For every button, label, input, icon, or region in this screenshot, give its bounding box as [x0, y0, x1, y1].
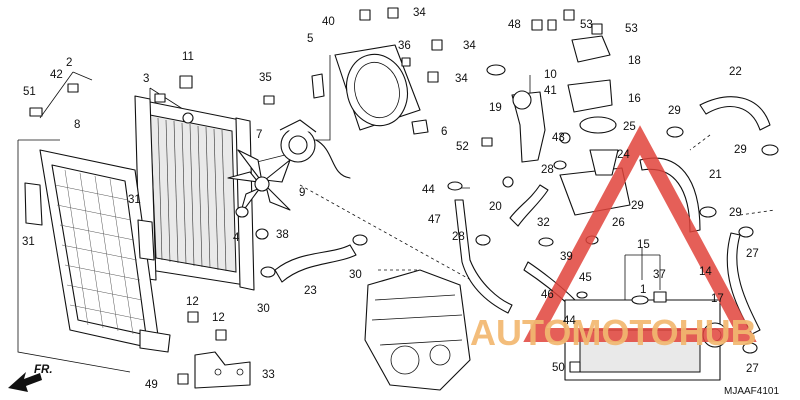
radiator-shroud — [24, 149, 171, 353]
callout: 41 — [544, 85, 557, 97]
callout: 34 — [413, 7, 426, 19]
callout: 14 — [699, 266, 712, 278]
fan-shroud — [311, 44, 429, 135]
callout: 44 — [422, 184, 435, 196]
callout: 29 — [729, 207, 742, 219]
callout: 27 — [746, 248, 759, 260]
callout: 48 — [508, 19, 521, 31]
callout: 36 — [398, 40, 411, 52]
thermostat-housing — [511, 35, 631, 216]
callout: 1 — [640, 284, 646, 296]
bracket — [194, 351, 251, 389]
callout: 23 — [304, 285, 317, 297]
callout: 21 — [709, 169, 722, 181]
callout: 3 — [143, 73, 149, 85]
watermark-text: AUTOMOTOHUB — [470, 312, 757, 353]
callout: 34 — [463, 40, 476, 52]
callout: 29 — [734, 144, 747, 156]
callout: 29 — [631, 200, 644, 212]
callout: 32 — [537, 217, 550, 229]
callout: 28 — [541, 164, 554, 176]
callout: 31 — [22, 236, 35, 248]
callout: 11 — [182, 51, 194, 63]
callout: 52 — [456, 141, 469, 153]
diagram-code: MJAAF4101 — [724, 386, 779, 397]
callout: 17 — [711, 293, 724, 305]
callout: 19 — [489, 102, 502, 114]
callout: 12 — [212, 312, 225, 324]
callout: 29 — [668, 105, 681, 117]
callout: 22 — [729, 66, 742, 78]
callout: 40 — [322, 16, 335, 28]
callout: 30 — [349, 269, 362, 281]
callout: 37 — [653, 269, 666, 281]
callout: 20 — [489, 201, 502, 213]
callout: 9 — [299, 187, 305, 199]
callout: 16 — [628, 93, 641, 105]
callout: 12 — [186, 296, 199, 308]
callout: 39 — [560, 251, 573, 263]
callout: 28 — [452, 231, 465, 243]
watermark-triangle-icon — [523, 125, 757, 342]
callout: 44 — [563, 315, 576, 327]
engine-outline — [364, 269, 471, 391]
callout: 45 — [579, 272, 592, 284]
callout: 33 — [262, 369, 275, 381]
callout: 53 — [580, 19, 593, 31]
callout: 49 — [145, 379, 158, 391]
callout: 35 — [259, 72, 272, 84]
callout: 10 — [544, 69, 557, 81]
hoses — [274, 96, 771, 335]
callout: 25 — [623, 121, 636, 133]
callout: 8 — [74, 119, 80, 131]
callout: 2 — [66, 57, 72, 69]
callout: 43 — [552, 132, 565, 144]
callout: 47 — [428, 214, 441, 226]
direction-label: FR. — [34, 364, 53, 376]
callout: 31 — [128, 194, 141, 206]
front-direction-arrow: FR. — [8, 364, 53, 392]
callout: 18 — [628, 55, 641, 67]
callout: 34 — [455, 73, 468, 85]
callout: 15 — [637, 239, 650, 251]
callout: 7 — [256, 129, 262, 141]
callout: 5 — [307, 33, 313, 45]
callout: 24 — [617, 149, 630, 161]
callout: 53 — [625, 23, 638, 35]
callout: 51 — [23, 86, 36, 98]
radiator — [134, 95, 255, 291]
fasteners — [29, 7, 779, 385]
callout: 26 — [612, 217, 625, 229]
watermark: AUTOMOTOHUB — [470, 125, 757, 353]
callout: 27 — [746, 363, 759, 375]
callout: 46 — [541, 289, 554, 301]
callout: 6 — [441, 126, 447, 138]
callout: 42 — [50, 69, 63, 81]
callout: 4 — [233, 232, 240, 244]
callout: 50 — [552, 362, 565, 374]
callout: 30 — [257, 303, 270, 315]
callout-numbers: 2 3 4 5 6 7 8 9 10 11 12 12 14 15 16 17 … — [22, 7, 759, 391]
callout: 38 — [276, 229, 289, 241]
